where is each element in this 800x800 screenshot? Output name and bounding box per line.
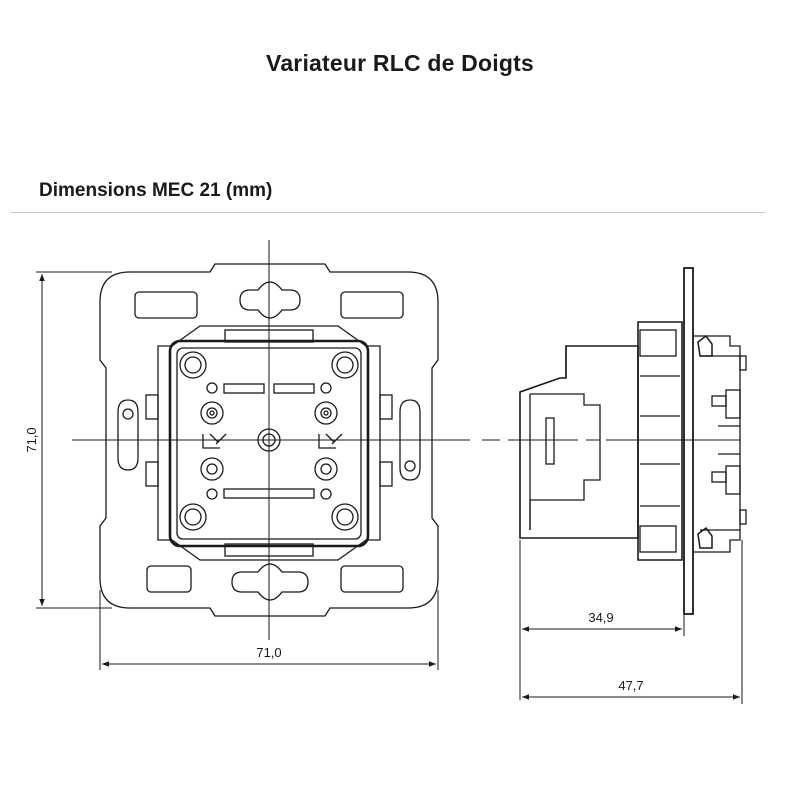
page-title: Variateur RLC de Doigts <box>266 50 534 76</box>
side-housing <box>519 345 639 539</box>
slot-top-right <box>340 291 404 319</box>
side-plate <box>683 267 694 615</box>
slot-bottom-left <box>146 565 192 593</box>
dim-depth-inner-label: 34,9 <box>588 610 613 625</box>
mounting-plate <box>99 263 439 617</box>
side-rear <box>637 321 683 561</box>
slot-top-left <box>134 291 198 319</box>
keyhole-top <box>239 281 301 319</box>
keyhole-left <box>117 399 139 471</box>
dimension-lines <box>36 271 743 704</box>
section-title: Dimensions MEC 21 (mm) <box>39 180 273 201</box>
section-divider <box>10 212 765 213</box>
corner-screw-bosses <box>179 351 359 531</box>
keyhole-right <box>399 399 421 481</box>
front-view <box>99 263 439 617</box>
dim-depth-total-label: 47,7 <box>618 678 643 693</box>
centerlines <box>72 240 740 640</box>
keyhole-bottom <box>231 563 309 601</box>
dim-height-label: 71,0 <box>24 427 39 452</box>
side-view <box>519 267 747 615</box>
terminal-screws <box>200 401 338 481</box>
dim-width-label: 71,0 <box>256 645 281 660</box>
slot-bottom-right <box>340 565 404 593</box>
